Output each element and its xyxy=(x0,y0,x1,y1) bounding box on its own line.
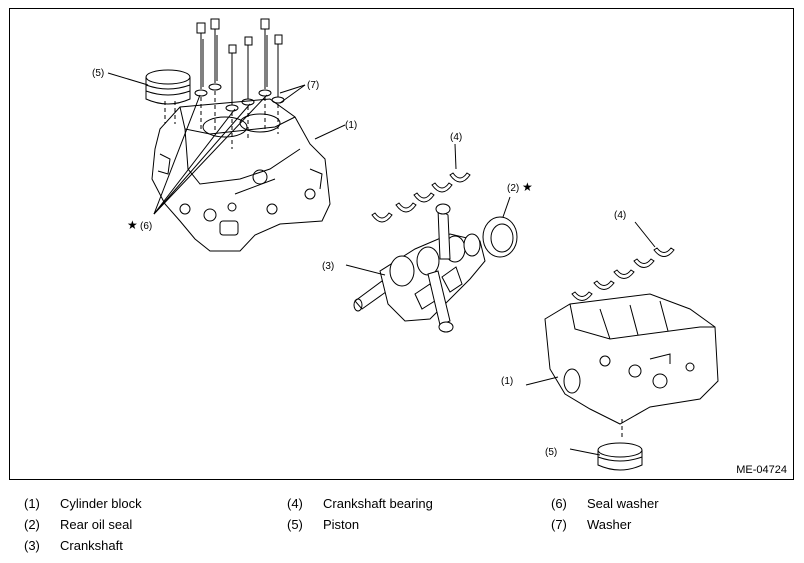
callout-2: (2) xyxy=(507,183,519,194)
legend-item-washer: (7) Washer xyxy=(551,517,631,532)
legend-num: (5) xyxy=(287,517,303,532)
star-mark-2: ★ xyxy=(522,180,533,194)
callout-4-top: (4) xyxy=(450,132,462,143)
piston-upper xyxy=(145,69,191,124)
legend-num: (4) xyxy=(287,496,303,511)
callout-1-bottom: (1) xyxy=(501,376,513,387)
legend-item-seal-washer: (6) Seal washer xyxy=(551,496,659,511)
callout-5-bottom: (5) xyxy=(545,447,557,458)
crankshaft xyxy=(345,203,486,333)
legend-item-rear-oil-seal: (2) Rear oil seal xyxy=(24,517,132,532)
callout-3: (3) xyxy=(322,261,334,272)
legend-num: (3) xyxy=(24,538,40,553)
exploded-diagram: (5) (7) (1) (4) (2) ★ ★ (6) (3) (4) (1) … xyxy=(92,18,719,471)
callout-4-bottom: (4) xyxy=(614,210,626,221)
legend-label: Cylinder block xyxy=(60,496,142,511)
head-bolts xyxy=(194,18,285,149)
crankshaft-bearings-lower xyxy=(571,221,675,301)
rear-oil-seal xyxy=(482,196,518,258)
legend-num: (7) xyxy=(551,517,567,532)
figure-id-label: ME-04724 xyxy=(736,464,787,476)
callout-6: (6) xyxy=(140,221,152,232)
legend-num: (6) xyxy=(551,496,567,511)
cylinder-block-lower xyxy=(525,293,719,439)
legend-item-crankshaft-bearing: (4) Crankshaft bearing xyxy=(287,496,433,511)
exploded-view-figure: (5) (7) (1) (4) (2) ★ ★ (6) (3) (4) (1) … xyxy=(9,8,794,480)
callout-1-top: (1) xyxy=(345,120,357,131)
legend-num: (2) xyxy=(24,517,40,532)
piston-lower xyxy=(569,442,643,471)
legend-label: Crankshaft bearing xyxy=(323,496,433,511)
legend-label: Crankshaft xyxy=(60,538,123,553)
callout-5-top: (5) xyxy=(92,68,104,79)
legend-label: Washer xyxy=(587,517,632,532)
crankshaft-bearings-upper xyxy=(371,143,471,223)
legend-num: (1) xyxy=(24,496,40,511)
parts-legend: (1) Cylinder block (2) Rear oil seal (3) Cr… xyxy=(0,488,804,558)
callout-7: (7) xyxy=(307,80,319,91)
legend-item-piston: (5) Piston xyxy=(287,517,359,532)
legend-item-cylinder-block: (1) Cylinder block xyxy=(24,496,142,511)
legend-item-crankshaft: (3) Crankshaft xyxy=(24,538,123,553)
leader-lines-upper xyxy=(107,72,346,215)
legend-label: Rear oil seal xyxy=(60,517,133,532)
legend-label: Piston xyxy=(323,517,360,532)
legend-label: Seal washer xyxy=(587,496,659,511)
star-mark-6: ★ xyxy=(127,218,138,232)
